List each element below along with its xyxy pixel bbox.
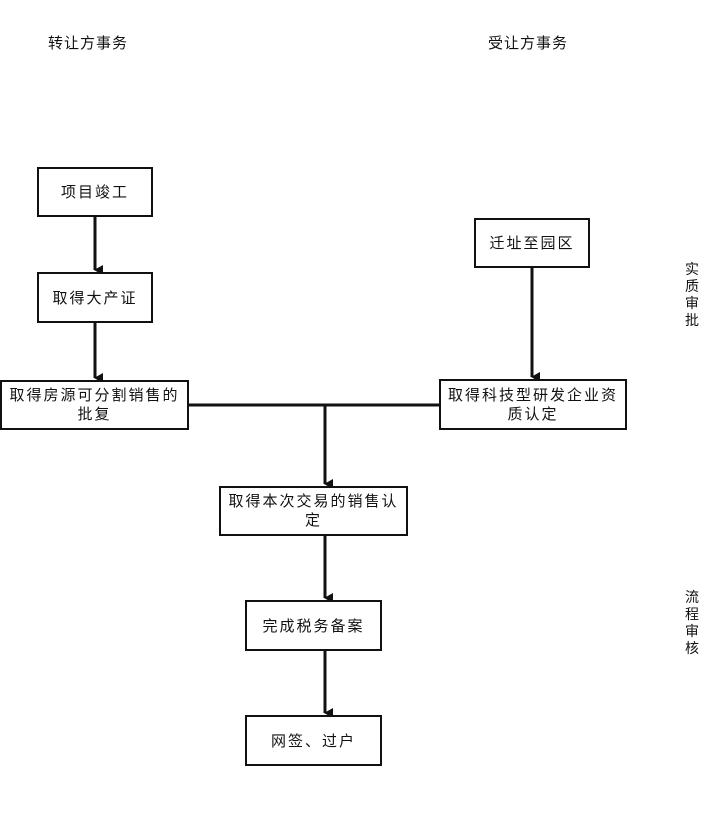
node-online-signing-transfer: 网签、过户 <box>245 715 382 766</box>
transferor-header: 转让方事务 <box>48 34 129 52</box>
side-label-substantive-approval: 实质审批 <box>684 262 700 330</box>
node-transaction-sale-confirmation: 取得本次交易的销售认定 <box>219 486 408 536</box>
node-relocate-to-park: 迁址至园区 <box>474 218 590 268</box>
side-label-char: 质 <box>685 279 699 295</box>
node-project-completion: 项目竣工 <box>37 167 153 217</box>
transferee-header: 受让方事务 <box>488 34 569 52</box>
node-tech-rd-qualification: 取得科技型研发企业资质认定 <box>439 379 627 430</box>
side-label-char: 批 <box>685 313 699 329</box>
side-label-char: 流 <box>685 590 699 606</box>
side-label-char: 审 <box>685 624 699 640</box>
side-label-char: 程 <box>685 607 699 623</box>
node-divisible-sale-approval: 取得房源可分割销售的批复 <box>0 380 189 430</box>
node-tax-filing: 完成税务备案 <box>245 600 382 651</box>
node-obtain-property-certificate: 取得大产证 <box>37 272 153 323</box>
side-label-process-review: 流程审核 <box>684 590 700 658</box>
side-label-char: 审 <box>685 296 699 312</box>
side-label-char: 核 <box>685 641 699 657</box>
side-label-char: 实 <box>685 262 699 278</box>
